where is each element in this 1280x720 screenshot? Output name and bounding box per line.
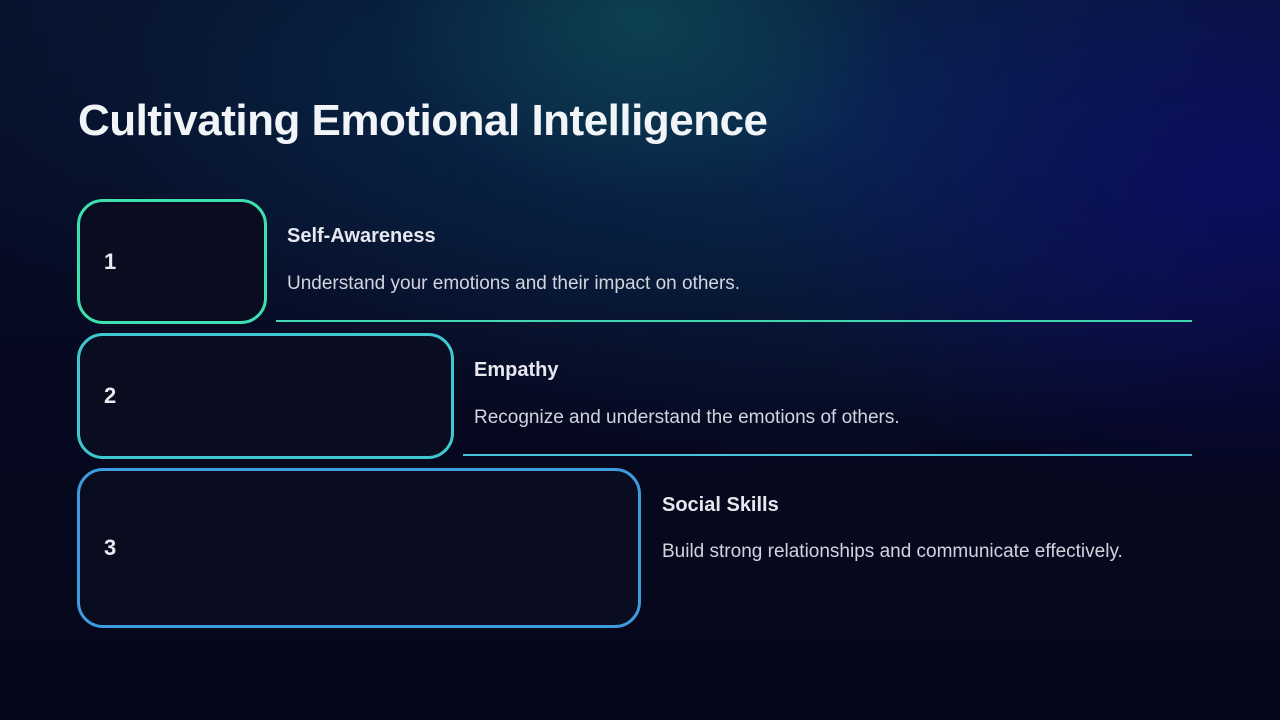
step-1-description: Understand your emotions and their impac… — [287, 273, 741, 294]
step-3-heading: Social Skills — [662, 494, 779, 516]
step-2-heading: Empathy — [474, 359, 559, 381]
step-2-description: Recognize and understand the emotions of… — [474, 407, 900, 428]
step-1-heading: Self-Awareness — [287, 225, 436, 247]
step-1-number-box: 1 — [77, 199, 267, 324]
step-2-divider — [463, 454, 1192, 456]
step-3-number: 3 — [104, 535, 117, 560]
step-3-description: Build strong relationships and communica… — [662, 541, 1123, 562]
slide-title: Cultivating Emotional Intelligence — [78, 96, 768, 145]
step-1-divider — [276, 320, 1192, 322]
step-1-number: 1 — [104, 248, 117, 274]
step-3-number-box: 3 — [77, 468, 641, 628]
step-2-number-box: 2 — [77, 333, 454, 459]
step-2-number: 2 — [104, 383, 117, 408]
